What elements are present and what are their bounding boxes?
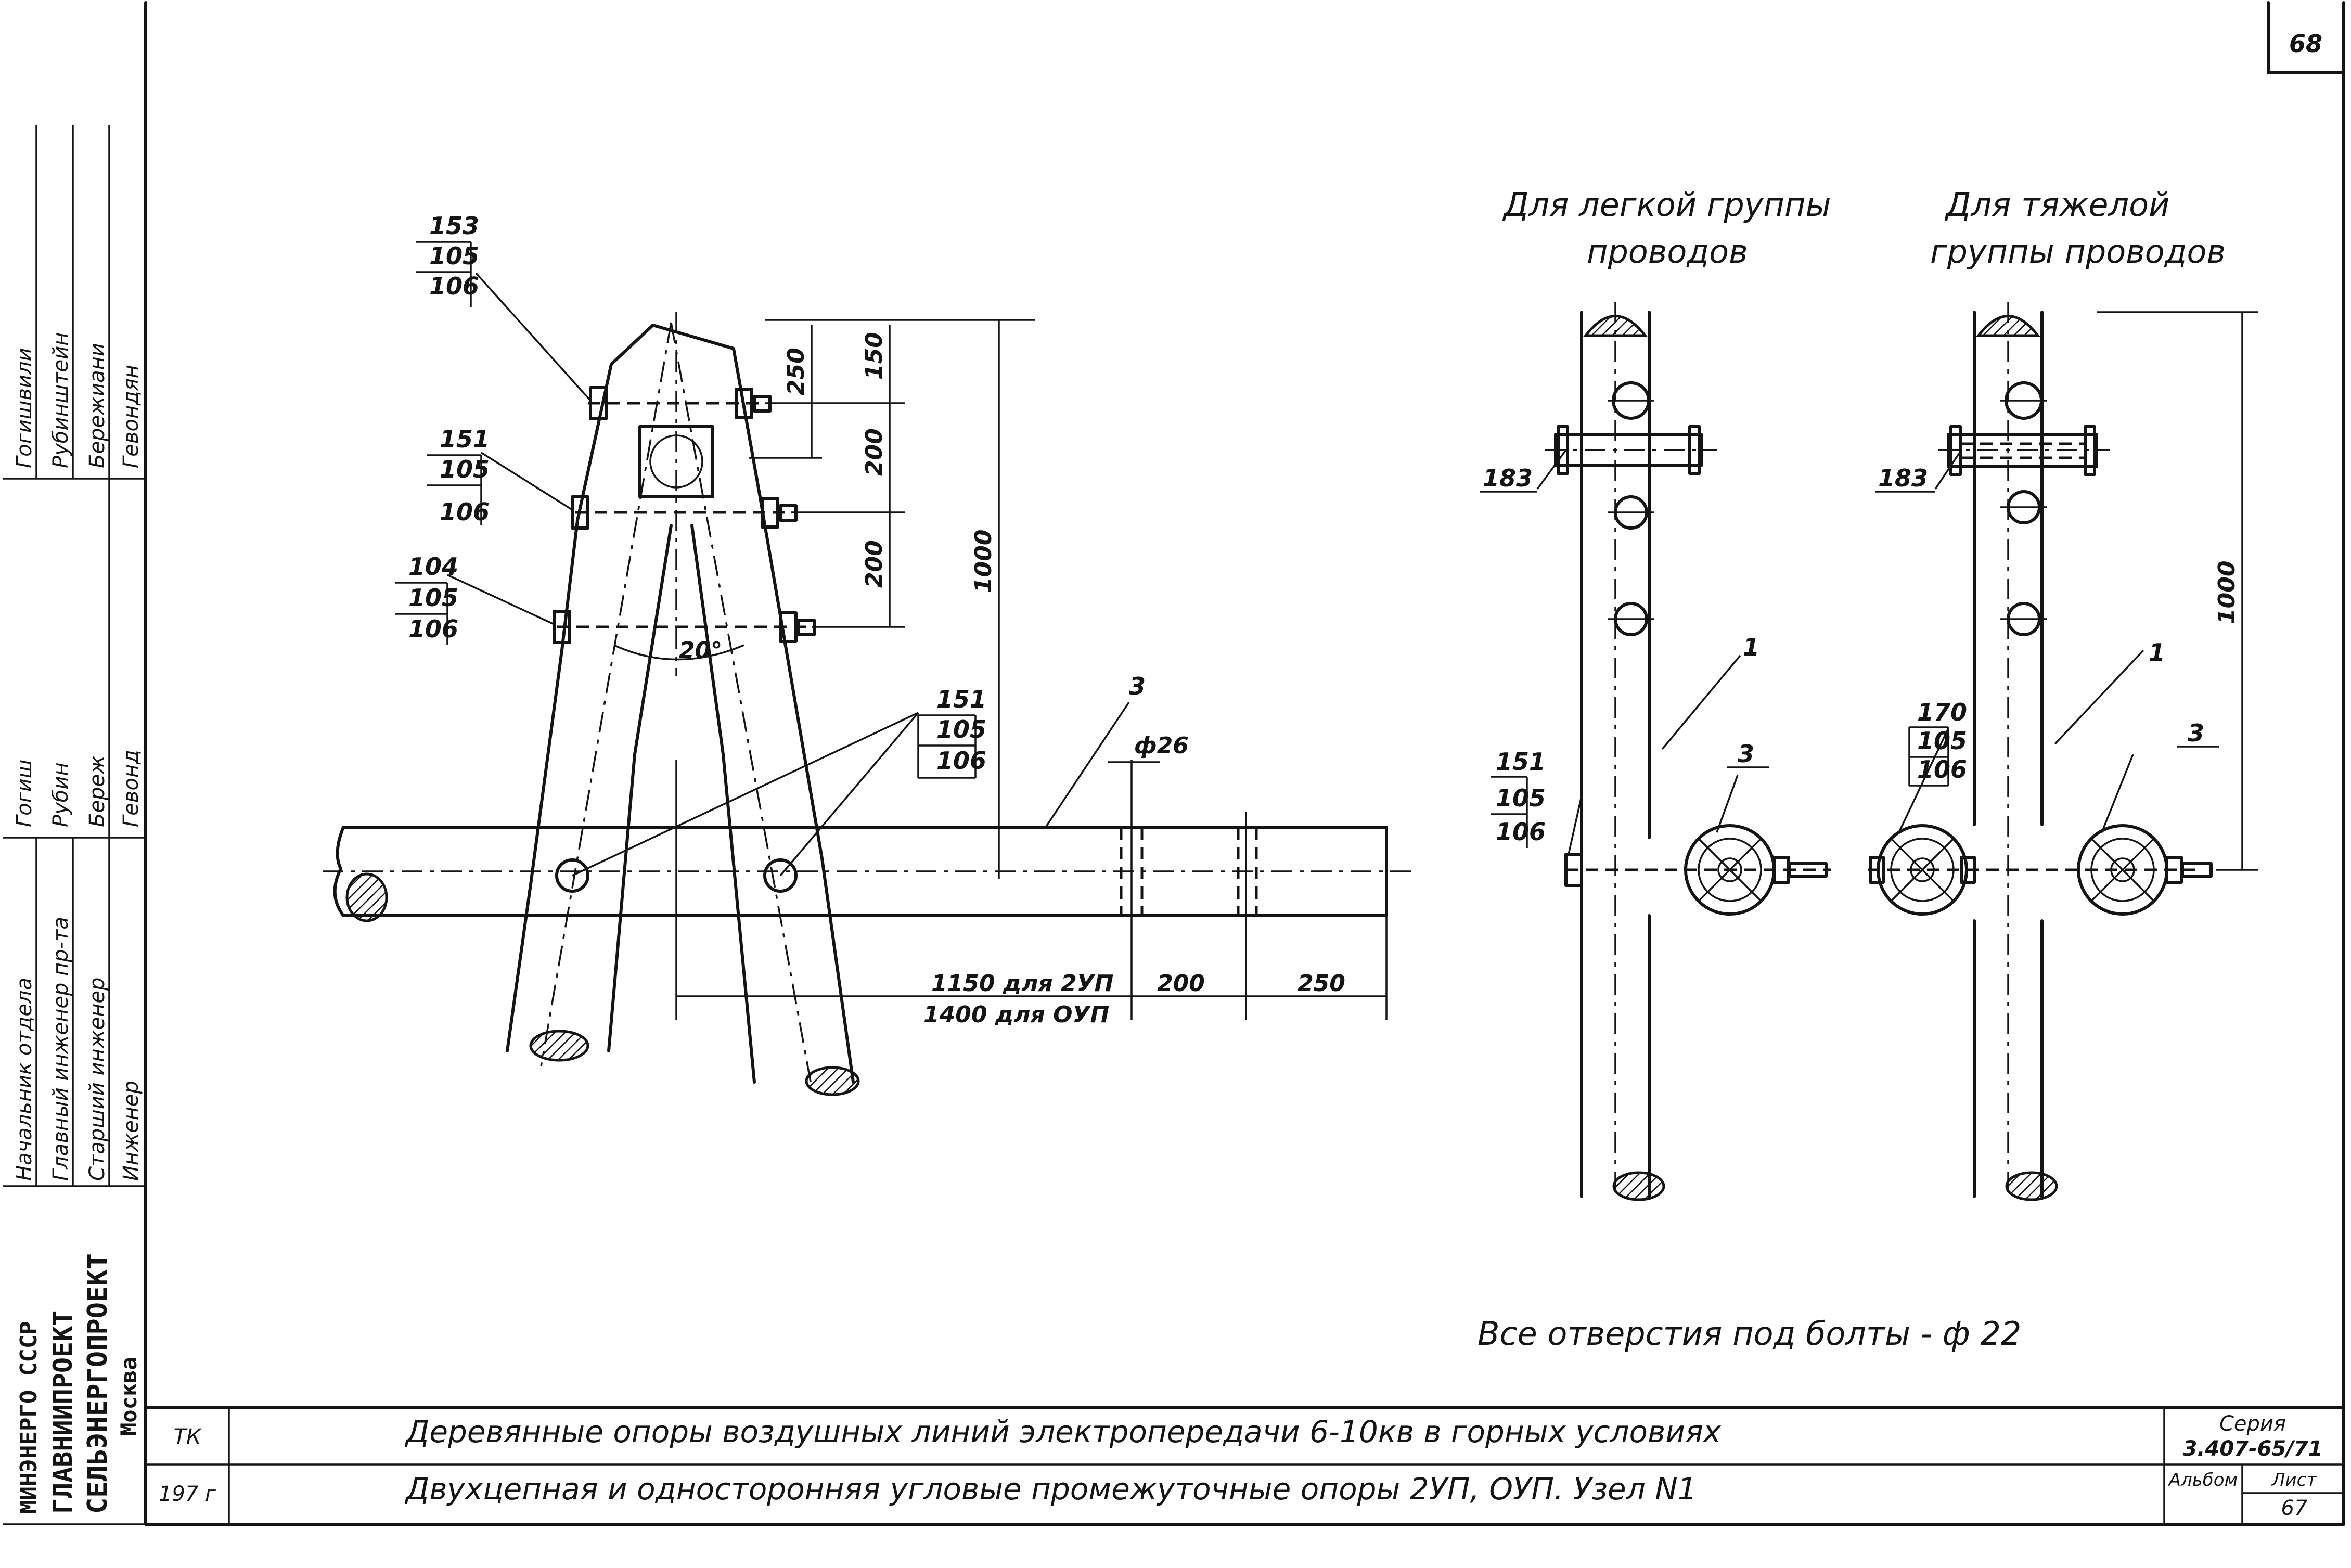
dim-1000: 1000 <box>970 530 997 593</box>
dim-250: 250 <box>783 348 810 395</box>
caption-light-1: Для легкой группы <box>1502 186 1831 224</box>
title-block <box>144 1406 2345 1524</box>
org-glavniiproekt: ГЛАВНИИПРОЕКТ <box>48 1310 78 1514</box>
series-label: Серия <box>2219 1412 2286 1436</box>
series-number: 3.407-65/71 <box>2182 1437 2322 1461</box>
org-city: Москва <box>116 1357 142 1436</box>
title-line-2: Двухцепная и односторонняя угловые проме… <box>404 1471 1697 1507</box>
svg-text:3: 3 <box>2188 719 2204 747</box>
role-3: Старший инженер <box>85 978 109 1181</box>
caption-light-2: проводов <box>1587 233 1748 271</box>
role-1: Начальник отдела <box>12 978 36 1181</box>
svg-text:105: 105 <box>408 584 458 612</box>
approval-stamp: Начальник отдела Главный инженер пр-та С… <box>3 125 146 1525</box>
sheet-number-title: 67 <box>2281 1496 2308 1520</box>
svg-text:106: 106 <box>936 747 986 775</box>
svg-text:3: 3 <box>1738 740 1754 768</box>
heavy-label-pole: 1 <box>2149 638 2165 666</box>
title-line-1: Деревянные опоры воздушных линий электро… <box>404 1414 1722 1449</box>
role-2: Главный инженер пр-та <box>49 917 73 1181</box>
svg-text:106: 106 <box>1496 818 1546 846</box>
svg-text:170: 170 <box>1917 698 1967 726</box>
pos-label-153: 153 105 106 <box>416 212 479 307</box>
dim-200-upper: 200 <box>861 428 888 476</box>
light-label-183: 183 <box>1480 464 1537 493</box>
signature-2: Рубин <box>49 762 73 827</box>
light-label-bolt: 151 105 106 <box>1491 748 1546 848</box>
doc-code: ТК <box>174 1425 202 1449</box>
name-2: Рубинштейн <box>49 332 73 468</box>
svg-text:105: 105 <box>1496 784 1546 812</box>
dim-250-crossarm: 250 <box>1297 970 1345 997</box>
doc-year: 197 г <box>159 1482 216 1506</box>
dim-length-oup: 1400 для ОУП <box>923 1001 1109 1028</box>
sheet-number: 68 <box>2289 30 2322 58</box>
pos-label-104: 104 105 106 <box>395 552 458 645</box>
album-label: Альбом <box>2168 1470 2238 1490</box>
svg-text:183: 183 <box>1878 464 1928 492</box>
svg-text:151: 151 <box>936 685 986 713</box>
pos-label-crossarm: 3 <box>1129 672 1146 700</box>
light-label-insulator: 3 <box>1727 740 1769 768</box>
svg-text:151: 151 <box>440 425 490 453</box>
signature-3: Береж <box>85 755 109 827</box>
role-4: Инженер <box>119 1081 143 1181</box>
svg-text:151: 151 <box>1496 748 1546 776</box>
dim-200-crossarm: 200 <box>1157 970 1205 997</box>
name-1: Гогишвили <box>12 348 36 468</box>
heavy-label-183: 183 <box>1875 464 1935 493</box>
name-4: Гевондян <box>119 365 143 468</box>
pos-label-151-top: 151 105 106 <box>427 425 490 526</box>
dim-150: 150 <box>861 332 888 380</box>
light-group-detail <box>1536 302 1831 1201</box>
name-3: Бережиани <box>85 343 109 468</box>
svg-text:104: 104 <box>408 552 458 581</box>
heavy-label-insulator: 3 <box>2177 719 2219 748</box>
drawing-frame <box>144 1 2345 1526</box>
light-label-pole: 1 <box>1743 633 1759 661</box>
dim-length-2up: 1150 для 2УП <box>931 970 1113 997</box>
svg-text:106: 106 <box>408 615 458 643</box>
caption-heavy-1: Для тяжелой <box>1944 186 2169 224</box>
dim-angle: 20° <box>679 637 722 664</box>
heavy-dim-1000: 1000 <box>2214 561 2240 624</box>
elevation-view <box>323 272 1415 1096</box>
svg-text:105: 105 <box>1917 727 1967 755</box>
heavy-group-detail <box>1868 302 2258 1201</box>
pos-label-151-crossarm: 151 105 106 <box>917 685 986 779</box>
caption-heavy-2: группы проводов <box>1930 233 2226 271</box>
org-selenergoproekt: СЕЛЬЭНЕРГОПРОЕКТ <box>82 1253 113 1514</box>
svg-text:106: 106 <box>1917 755 1967 783</box>
svg-text:183: 183 <box>1483 464 1533 492</box>
dim-diameter: ф26 <box>1134 732 1189 759</box>
svg-text:153: 153 <box>429 212 479 240</box>
signature-1: Гогиш <box>12 760 36 827</box>
sheet-label: Лист <box>2271 1470 2317 1490</box>
svg-text:105: 105 <box>936 715 986 743</box>
dim-200-lower: 200 <box>861 540 888 588</box>
signature-4: Гевонд <box>119 750 143 827</box>
org-ministry: МИНЭНЕРГО СССР <box>16 1321 42 1514</box>
heavy-label-bolt: 170 105 106 <box>1908 698 1967 787</box>
bolt-hole-note: Все отверстия под болты - ф 22 <box>1478 1315 2021 1353</box>
